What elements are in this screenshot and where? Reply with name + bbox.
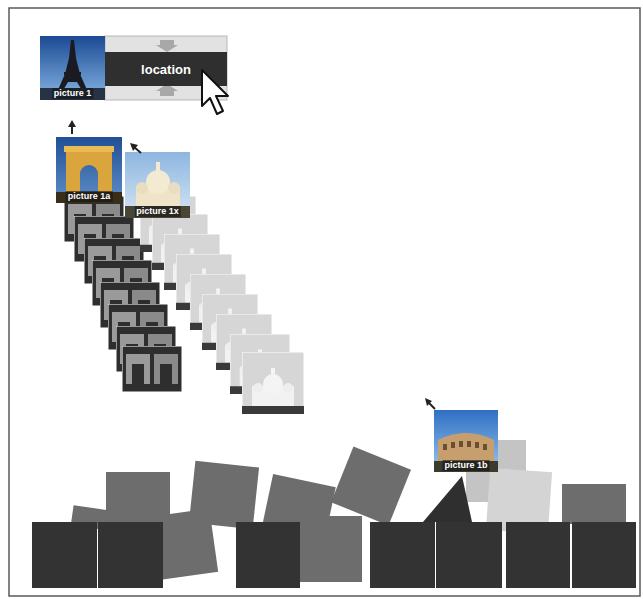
menu-text: location	[141, 62, 191, 77]
picture-label: picture 1	[52, 88, 94, 99]
location-menu: location	[105, 52, 227, 86]
photo-thumbnail: picture 1a	[56, 137, 122, 203]
photo-thumbnail: picture 1b	[434, 410, 498, 472]
picture-label: picture 1a	[66, 191, 113, 202]
picture-label: picture 1b	[442, 460, 489, 471]
picture-label: picture 1x	[134, 206, 181, 217]
photo-thumbnail: picture 1	[40, 36, 105, 100]
photo-thumbnail: picture 1x	[125, 152, 190, 218]
